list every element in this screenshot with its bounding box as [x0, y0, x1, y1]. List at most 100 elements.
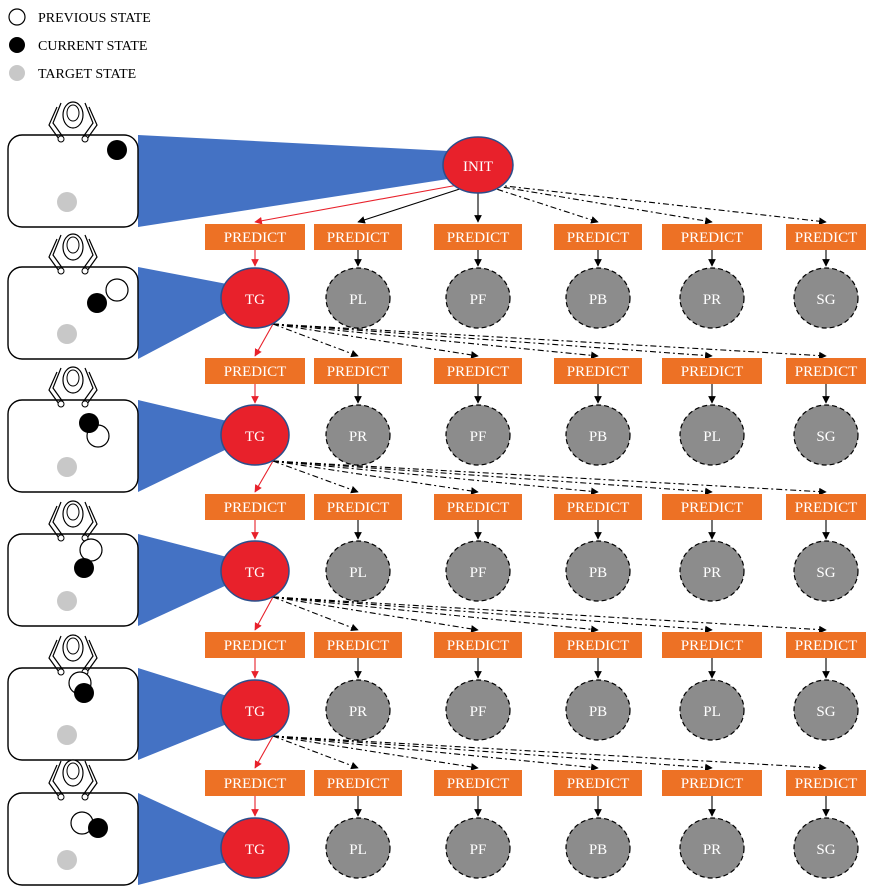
target-ball: [57, 324, 77, 344]
alternative-node: SG: [793, 540, 859, 602]
alternative-node-label: PB: [589, 429, 607, 445]
alternative-node-label: PR: [703, 842, 721, 858]
selected-node: TG: [220, 817, 290, 879]
selected-node-label: TG: [245, 704, 265, 720]
alternative-node-label: PB: [589, 704, 607, 720]
alternative-node: PF: [445, 404, 511, 466]
alternative-node-label: PR: [703, 292, 721, 308]
predict-box: PREDICT: [786, 358, 866, 384]
projection-wedge: [138, 267, 227, 359]
predict-label: PREDICT: [681, 500, 744, 516]
target-ball: [57, 457, 77, 477]
alternative-edge: [272, 596, 713, 634]
alternative-node: PF: [445, 679, 511, 741]
alternative-node-label: PL: [349, 565, 367, 581]
alternative-node: PF: [445, 267, 511, 329]
alternative-node: SG: [793, 267, 859, 329]
predict-box: PREDICT: [205, 358, 305, 384]
predict-box: PREDICT: [434, 770, 522, 796]
alternative-edge: [272, 735, 713, 772]
alternative-edge: [272, 596, 599, 634]
current-state-icon: [9, 37, 25, 53]
predict-label: PREDICT: [567, 230, 630, 246]
predict-label: PREDICT: [795, 230, 858, 246]
alternative-edge: [272, 735, 599, 772]
alternative-node: PB: [565, 404, 631, 466]
selected-node: TG: [220, 679, 290, 741]
predict-label: PREDICT: [795, 638, 858, 654]
scene-panel: [7, 533, 139, 627]
selected-node-label: TG: [245, 292, 265, 308]
alternative-node-label: PL: [703, 704, 721, 720]
alternative-node-label: PF: [470, 429, 487, 445]
predict-label: PREDICT: [681, 776, 744, 792]
target-ball: [57, 591, 77, 611]
alternative-edge: [272, 323, 599, 360]
alternative-node: PB: [565, 540, 631, 602]
alternative-node-label: PR: [349, 704, 367, 720]
alternative-node-label: SG: [816, 292, 835, 308]
robot-icon: [48, 634, 98, 676]
alternative-edge: [483, 184, 599, 224]
predict-box: PREDICT: [662, 224, 762, 250]
current-ball: [88, 818, 108, 838]
scenes: [7, 101, 139, 886]
alternative-edge: [272, 460, 713, 496]
robot-icon: [48, 101, 98, 143]
predict-box: PREDICT: [786, 770, 866, 796]
predict-label: PREDICT: [224, 638, 287, 654]
alternative-node: SG: [793, 404, 859, 466]
alternative-node-label: PF: [470, 292, 487, 308]
alternative-node-label: PL: [349, 292, 367, 308]
predict-box: PREDICT: [314, 770, 402, 796]
alternative-node-label: PF: [470, 565, 487, 581]
alternative-node: PB: [565, 817, 631, 879]
predict-box: PREDICT: [662, 770, 762, 796]
predict-label: PREDICT: [327, 638, 390, 654]
predict-label: PREDICT: [795, 364, 858, 380]
predict-label: PREDICT: [224, 776, 287, 792]
selected-edge: [254, 735, 274, 769]
alternative-edge: [272, 460, 479, 495]
robot-icon: [48, 233, 98, 275]
predict-label: PREDICT: [795, 776, 858, 792]
alternative-edge: [272, 735, 479, 771]
predict-label: PREDICT: [567, 364, 630, 380]
target-ball: [57, 725, 77, 745]
alternative-node: PB: [565, 679, 631, 741]
alternative-node-label: PB: [589, 292, 607, 308]
alternative-node: PL: [679, 404, 745, 466]
projections: [138, 135, 448, 885]
alternative-node: PF: [445, 540, 511, 602]
predict-label: PREDICT: [224, 230, 287, 246]
alternative-edge: [272, 460, 599, 496]
target-ball: [57, 850, 77, 870]
alternative-node-label: SG: [816, 429, 835, 445]
previous-state-icon: [8, 8, 26, 26]
alternative-node-label: PR: [703, 565, 721, 581]
projection-wedge: [138, 135, 448, 227]
selected-node-label: TG: [245, 842, 265, 858]
predict-box: PREDICT: [662, 632, 762, 658]
alternative-node-label: SG: [816, 842, 835, 858]
predict-label: PREDICT: [795, 500, 858, 516]
predict-label: PREDICT: [327, 364, 390, 380]
legend-label-previous: PREVIOUS STATE: [38, 11, 151, 26]
alternative-node: PR: [325, 679, 391, 741]
selected-node: TG: [220, 540, 290, 602]
predict-label: PREDICT: [224, 364, 287, 380]
alternative-node: PL: [679, 679, 745, 741]
target-state-icon: [9, 65, 25, 81]
predict-box: PREDICT: [314, 224, 402, 250]
alternative-edge: [272, 596, 479, 633]
alternative-edge: [489, 184, 713, 225]
predict-box: PREDICT: [434, 494, 522, 520]
selected-edge: [254, 596, 274, 631]
projection-wedge: [138, 400, 227, 492]
alternative-node: SG: [793, 679, 859, 741]
robot-icon: [48, 366, 98, 408]
alternative-node-label: SG: [816, 565, 835, 581]
alternative-edge: [357, 184, 473, 224]
